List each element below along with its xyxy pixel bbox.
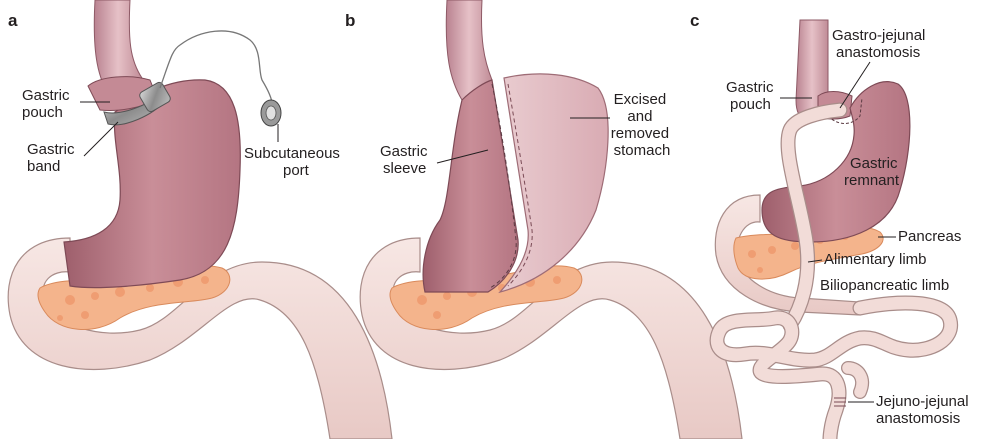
panel-b-letter: b xyxy=(345,11,355,30)
panel-c-letter: c xyxy=(690,11,699,30)
label-jejuno-jejunal: Jejuno-jejunal anastomosis xyxy=(876,393,973,427)
panel-a-letter: a xyxy=(8,11,18,30)
label-gastric-remnant: Gastric remnant xyxy=(844,155,902,189)
label-gastric-pouch-c: Gastric pouch xyxy=(726,79,778,113)
label-gastric-sleeve: Gastric sleeve xyxy=(380,143,432,177)
panel-a: a Gastric pouch Gast xyxy=(8,0,392,439)
gastric-sleeve xyxy=(423,80,518,292)
label-excised-stomach: Excised and removed stomach xyxy=(611,91,674,159)
label-gastric-pouch-a: Gastric pouch xyxy=(22,87,74,121)
label-subcutaneous-port: Subcutaneous port xyxy=(244,145,344,179)
panel-c: c Gastro-jejunal anastomosis xyxy=(690,11,973,439)
subcutaneous-port xyxy=(261,100,281,126)
label-alimentary-limb: Alimentary limb xyxy=(824,251,927,268)
label-gastric-band: Gastric band xyxy=(27,141,79,175)
label-biliopancreatic-limb: Biliopancreatic limb xyxy=(820,277,949,294)
label-pancreas: Pancreas xyxy=(898,228,961,245)
panel-b: b Gastric sleeve Excised and removed sto… xyxy=(345,0,742,439)
excised-stomach xyxy=(500,74,608,292)
label-gastro-jejunal: Gastro-jejunal anastomosis xyxy=(832,27,930,61)
